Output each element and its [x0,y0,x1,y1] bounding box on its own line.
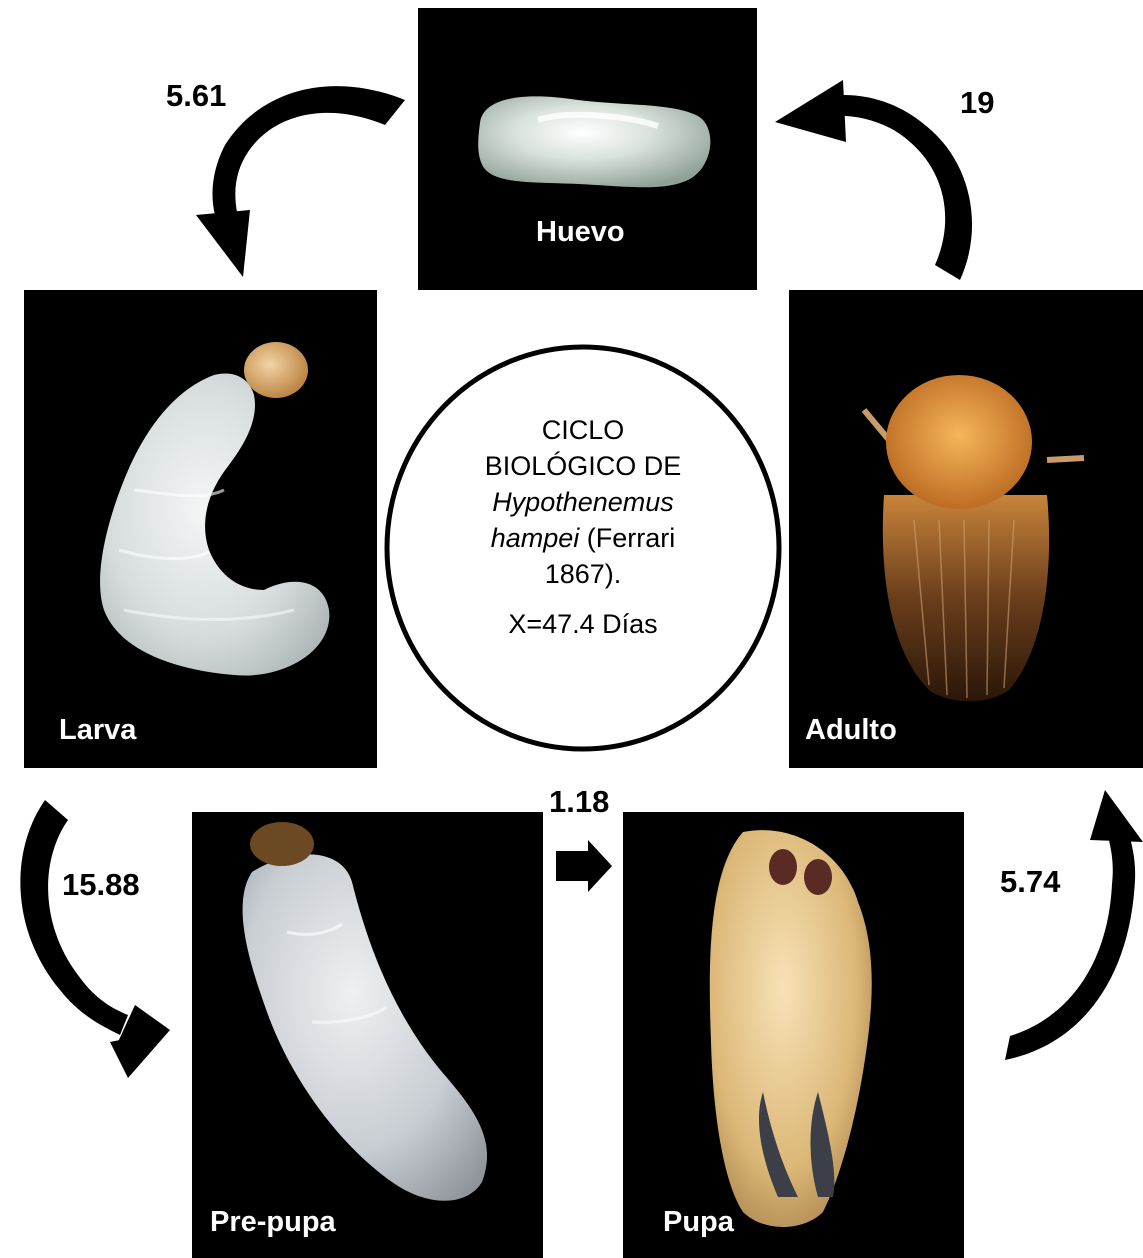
duration-prepupa-to-pupa: 1.18 [549,784,609,820]
arrow-adult-to-egg [775,80,972,280]
duration-adult-to-egg: 19 [960,85,994,121]
arrow-egg-to-larva [196,86,405,277]
arrow-larva-to-prepupa [20,800,170,1078]
duration-egg-to-larva: 5.61 [166,78,226,114]
duration-larva-to-prepupa: 15.88 [62,867,140,903]
duration-pupa-to-adult: 5.74 [1000,864,1060,900]
arrow-pupa-to-adult [1005,790,1143,1060]
arrow-prepupa-to-pupa [556,840,612,892]
